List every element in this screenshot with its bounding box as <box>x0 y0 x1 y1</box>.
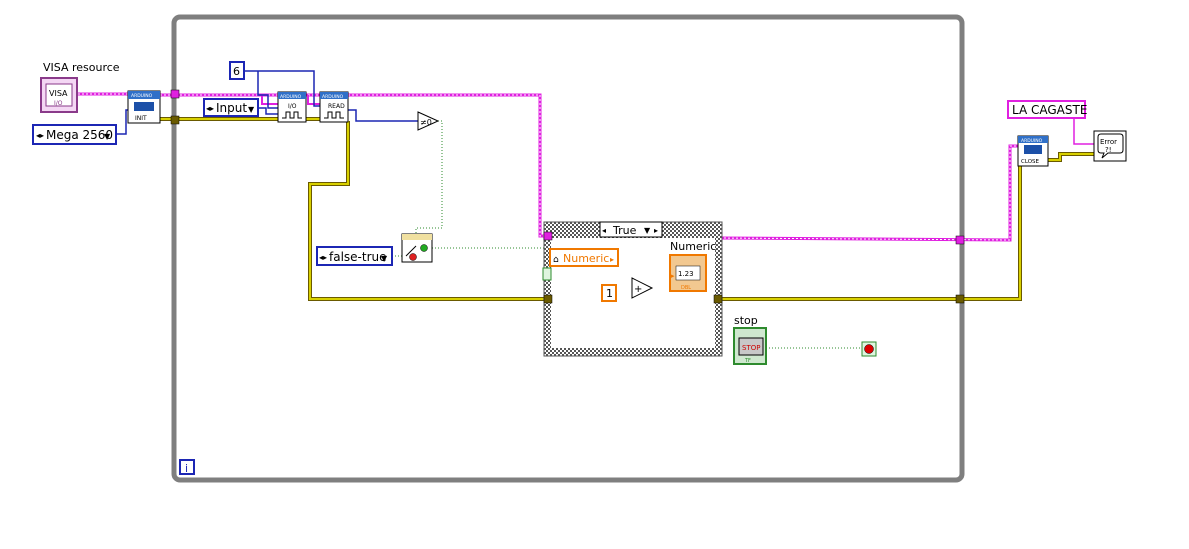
svg-text:1: 1 <box>606 287 613 300</box>
pin-number-constant[interactable]: 6 <box>229 61 245 80</box>
svg-text:I/O: I/O <box>288 103 297 110</box>
svg-text:▸: ▸ <box>610 255 614 264</box>
one-constant[interactable]: 1 <box>601 284 617 302</box>
string-wire-error <box>1073 118 1094 145</box>
loop-condition-terminal[interactable] <box>861 341 877 357</box>
stop-button-terminal[interactable]: STOP TF <box>733 327 767 365</box>
case-prev-icon[interactable]: ◂ <box>602 226 606 235</box>
svg-text:◂▸: ◂▸ <box>319 253 327 262</box>
svg-text:◂▸: ◂▸ <box>36 131 44 140</box>
select-function[interactable] <box>401 233 433 263</box>
svg-text:TF: TF <box>744 358 751 364</box>
numeric-indicator-label: Numeric <box>670 240 716 253</box>
svg-text:LA CAGASTE: LA CAGASTE <box>1012 103 1087 117</box>
boolean-ring-enum[interactable]: ◂▸ false-true ▼ <box>316 246 393 266</box>
svg-text:?!: ?! <box>1105 146 1112 154</box>
numeric-local-label: Numeric <box>563 252 609 265</box>
chevron-down-icon: ▼ <box>381 254 388 263</box>
board-type-value: Mega 2560 <box>46 128 113 142</box>
tunnel-group <box>170 89 965 304</box>
init-subvi[interactable]: ARDUINO INIT <box>127 90 161 124</box>
pin-wire <box>244 70 320 107</box>
pin-mode-enum[interactable]: ◂▸ Input ▼ <box>203 98 259 117</box>
chevron-down-icon: ▼ <box>644 226 651 235</box>
enum-wire-group <box>116 70 418 135</box>
svg-text:▸: ▸ <box>671 272 675 280</box>
visa-wire-io-branch <box>261 95 278 105</box>
compare-to-select-wire <box>415 120 443 240</box>
svg-text:Error: Error <box>1100 138 1117 146</box>
svg-text:+: + <box>634 284 642 295</box>
error-case-tunnel-in <box>543 294 553 304</box>
svg-text:◂▸: ◂▸ <box>206 104 214 113</box>
boolean-wire-group <box>392 120 862 349</box>
select-to-case-wire <box>432 247 549 270</box>
svg-text:6: 6 <box>233 65 240 78</box>
visa-tunnel-right <box>955 235 965 245</box>
boolean-ring-value: false-true <box>329 250 387 264</box>
add-function[interactable]: + <box>631 277 654 299</box>
svg-text:CLOSE: CLOSE <box>1021 159 1040 165</box>
svg-text:ARDUINO: ARDUINO <box>280 94 302 100</box>
svg-text:READ: READ <box>328 103 345 110</box>
svg-text:VISA: VISA <box>49 89 68 98</box>
io-subvi[interactable]: ARDUINO I/O <box>277 91 307 123</box>
board-type-enum[interactable]: ◂▸ Mega 2560 ▼ <box>32 124 117 145</box>
svg-text:I/O: I/O <box>54 100 63 107</box>
visa-tunnel-left <box>170 89 180 99</box>
case-selector-value: True <box>612 224 637 237</box>
numeric-local-variable[interactable]: ⌂ Numeric ▸ <box>549 248 619 267</box>
visa-resource-label: VISA resource <box>43 61 120 74</box>
while-loop-frame[interactable] <box>171 14 965 483</box>
visa-case-tunnel-in <box>543 231 553 241</box>
error-wire-group <box>160 117 1094 323</box>
iteration-terminal: i <box>179 459 195 475</box>
svg-text:INIT: INIT <box>135 115 147 122</box>
pin-wire-io <box>257 71 278 109</box>
svg-text:1.23: 1.23 <box>678 270 694 278</box>
svg-text:DBL: DBL <box>681 285 691 291</box>
error-handler-subvi[interactable]: Error ?! <box>1093 130 1127 162</box>
visa-wire-read-branch <box>307 95 320 105</box>
house-icon: ⌂ <box>553 255 559 265</box>
pin-mode-value: Input <box>216 101 247 115</box>
numeric-indicator[interactable]: 1.23 ▸ DBL <box>669 254 707 292</box>
error-wire-read-to-case <box>308 121 548 301</box>
svg-text:ARDUINO: ARDUINO <box>322 94 344 100</box>
error-case-tunnel-out <box>713 294 723 304</box>
svg-text:≠0: ≠0 <box>420 118 432 127</box>
case-selector[interactable]: ◂ True ▼ ▸ <box>599 221 663 238</box>
visa-resource-control[interactable]: VISA I/O <box>40 77 78 113</box>
close-subvi[interactable]: ARDUINO CLOSE <box>1017 135 1049 167</box>
error-message-constant[interactable]: LA CAGASTE <box>1007 100 1087 119</box>
chevron-down-icon: ▼ <box>248 105 255 114</box>
svg-text:i: i <box>185 462 188 475</box>
case-next-icon[interactable]: ▸ <box>654 226 658 235</box>
case-selector-terminal <box>542 267 552 281</box>
read-out-wire <box>348 109 418 122</box>
svg-text:STOP: STOP <box>742 344 760 352</box>
error-tunnel-right <box>955 294 965 304</box>
not-equal-zero-compare[interactable]: ≠0 <box>417 111 440 131</box>
svg-text:ARDUINO: ARDUINO <box>1021 138 1043 144</box>
stop-label: stop <box>734 314 758 327</box>
mode-wire <box>258 107 278 115</box>
chevron-down-icon: ▼ <box>104 132 111 141</box>
read-subvi[interactable]: ARDUINO READ <box>319 91 349 123</box>
error-wire-case-out <box>718 158 1022 301</box>
svg-text:ARDUINO: ARDUINO <box>131 93 153 99</box>
error-tunnel-left <box>170 115 180 125</box>
